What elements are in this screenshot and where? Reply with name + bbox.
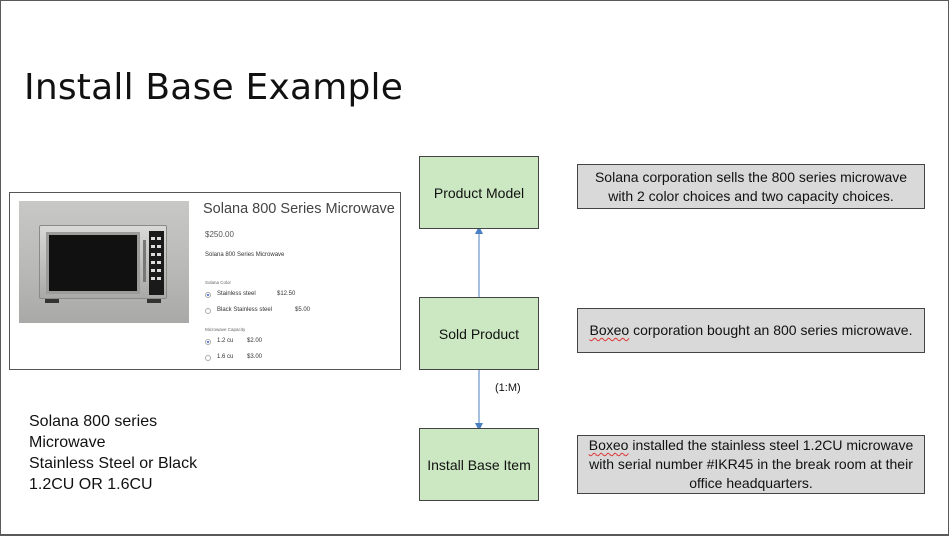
option-name: 1.6 cu — [217, 354, 234, 360]
cardinality-label: (1:M) — [495, 382, 521, 394]
radio-selected-icon[interactable] — [205, 292, 211, 298]
option-name: Stainless steel — [217, 291, 256, 297]
node-label: Sold Product — [438, 325, 520, 342]
note-install-base-item: Boxeo installed the stainless steel 1.2C… — [577, 435, 925, 494]
node-label: Install Base Item — [427, 456, 531, 473]
node-sold-product: Sold Product — [419, 297, 539, 370]
microwave-photo — [19, 201, 189, 323]
microwave-image — [39, 225, 167, 299]
radio-icon[interactable] — [205, 355, 211, 361]
summary-line: 1.2CU OR 1.6CU — [29, 476, 153, 493]
product-summary: Solana 800 series Microwave Stainless St… — [29, 411, 197, 495]
note-text: Boxeo corporation bought an 800 series m… — [590, 321, 913, 340]
color-option-black[interactable]: Black Stainless steel $5.00 — [205, 307, 325, 315]
summary-line: Solana 800 series — [29, 413, 158, 430]
node-label: Product Model — [433, 184, 525, 201]
option-price: $12.50 — [277, 291, 296, 297]
spellcheck-word: Boxeo — [589, 322, 630, 338]
node-install-base-item: Install Base Item — [419, 428, 539, 501]
summary-line: Stainless Steel or Black — [29, 455, 198, 472]
summary-line: Microwave — [29, 434, 106, 451]
note-text-rest: corporation bought an 800 series microwa… — [629, 322, 913, 338]
note-text-rest: installed the stainless steel 1.2CU micr… — [589, 437, 914, 491]
node-product-model: Product Model — [419, 156, 539, 229]
option-name: 1.2 cu — [217, 338, 234, 344]
note-sold-product: Boxeo corporation bought an 800 series m… — [577, 308, 925, 353]
product-card: Solana 800 Series Microwave $250.00 Sola… — [9, 192, 401, 370]
slide-title: Install Base Example — [24, 67, 404, 108]
spellcheck-word: Boxeo — [588, 437, 629, 453]
option-price: $5.00 — [295, 307, 311, 313]
color-option-stainless[interactable]: Stainless steel $12.50 — [205, 291, 325, 299]
radio-selected-icon[interactable] — [205, 339, 211, 345]
note-text: Solana corporation sells the 800 series … — [594, 168, 908, 204]
note-product-model: Solana corporation sells the 800 series … — [577, 164, 925, 209]
capacity-option-1-6[interactable]: 1.6 cu $3.00 — [205, 354, 285, 362]
capacity-option-label: Microwave Capacity — [205, 327, 246, 332]
product-name: Solana 800 Series Microwave — [203, 201, 395, 217]
product-description: Solana 800 Series Microwave — [205, 252, 285, 258]
option-price: $3.00 — [247, 354, 263, 360]
radio-icon[interactable] — [205, 308, 211, 314]
capacity-option-1-2[interactable]: 1.2 cu $2.00 — [205, 338, 285, 346]
product-price: $250.00 — [205, 230, 234, 239]
option-name: Black Stainless steel — [217, 307, 273, 313]
color-option-label: Solana Color — [205, 280, 232, 285]
note-text: Boxeo installed the stainless steel 1.2C… — [588, 436, 914, 493]
option-price: $2.00 — [247, 338, 263, 344]
